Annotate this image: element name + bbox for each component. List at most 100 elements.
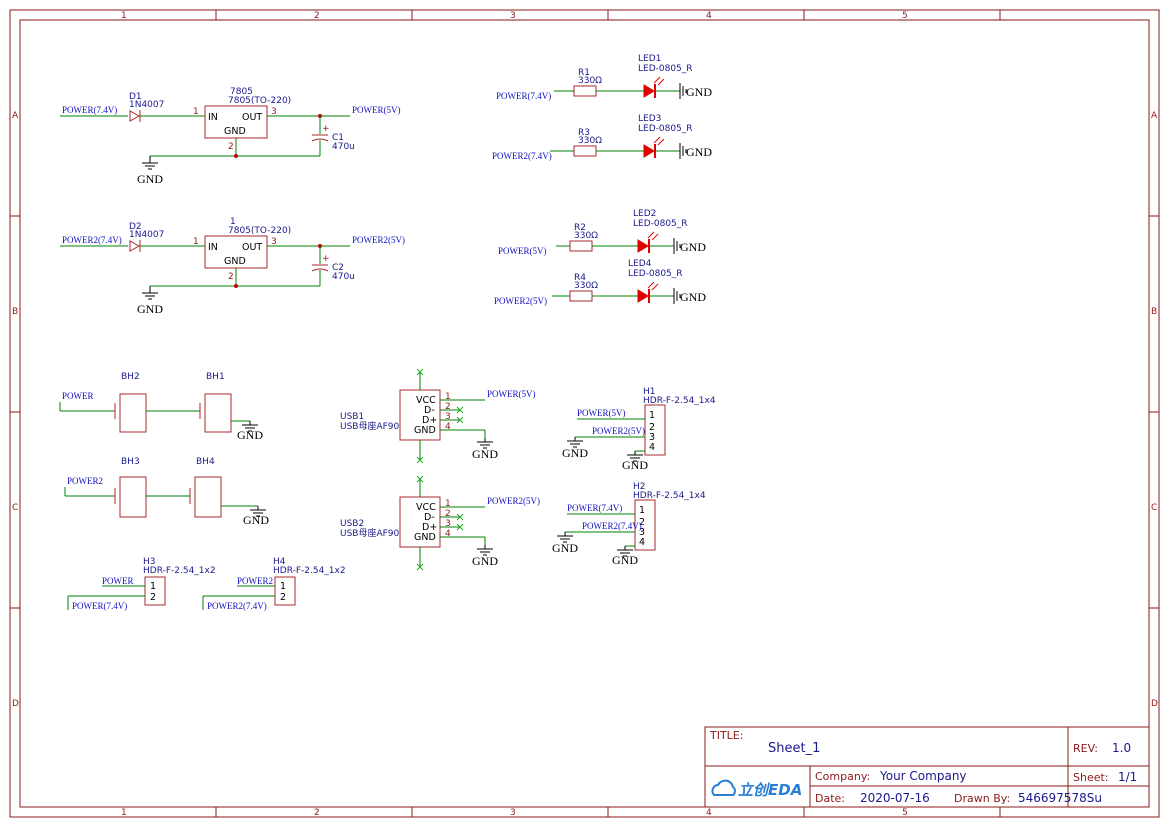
- header-value: HDR-F-2.54_1x2: [143, 566, 216, 576]
- pin-name: IN: [208, 112, 218, 123]
- gnd-label: GND: [552, 541, 578, 555]
- pin-name: GND: [224, 256, 246, 267]
- drawn-by-label: Drawn By:: [954, 792, 1010, 805]
- header-1x4: H2HDR-F-2.54_1x41234POWER(7.4V)POWER2(7.…: [552, 482, 706, 567]
- date-label: Date:: [815, 792, 845, 805]
- col-label: 5: [902, 808, 908, 818]
- col-label: 2: [314, 808, 320, 818]
- row-label: D: [1151, 699, 1158, 709]
- diode-value: 1N4007: [129, 100, 164, 110]
- col-label: 3: [510, 11, 516, 21]
- headers-1x4: H1HDR-F-2.54_1x41234POWER(5V)POWER2(5V)G…: [552, 387, 716, 567]
- diode-ref: D2: [129, 222, 142, 232]
- led-diode-icon: [643, 84, 655, 98]
- led-value: LED-0805_R: [628, 269, 683, 279]
- led-ref: LED2: [633, 209, 656, 219]
- row-label: D: [12, 699, 19, 709]
- usb-ref: USB1: [340, 412, 364, 422]
- gnd-label: GND: [686, 85, 712, 99]
- pin-number: 1: [193, 237, 199, 247]
- rev-value: 1.0: [1112, 741, 1131, 755]
- col-label: 2: [314, 11, 320, 21]
- resistor: [573, 145, 597, 157]
- header-ref: H2: [633, 482, 646, 492]
- regulator-circuit-1: POWER(7.4V) D1 1N4007 7805 7805(TO-220) …: [60, 87, 401, 186]
- pin-number: 2: [228, 272, 234, 282]
- header-pin-number: 1: [280, 581, 286, 592]
- row-label: C: [1151, 503, 1157, 513]
- cap-ref: C2: [332, 263, 344, 273]
- gnd-label: GND: [237, 428, 263, 442]
- header-ref: H4: [273, 557, 286, 567]
- pin-name: GND: [224, 126, 246, 137]
- header-value: HDR-F-2.54_1x2: [273, 566, 346, 576]
- pin-number: 1: [193, 107, 199, 117]
- usb-value: USB母座AF90: [340, 527, 400, 539]
- row-label: B: [12, 307, 18, 317]
- header-value: HDR-F-2.54_1x4: [643, 396, 716, 406]
- sheet-label: Sheet:: [1073, 771, 1109, 784]
- battery-holder-2: POWER2 BH3 BH4 GND: [64, 457, 269, 527]
- resistor-value: 330Ω: [574, 231, 598, 241]
- led-diode-icon: [643, 144, 655, 158]
- usb-value: USB母座AF90: [340, 420, 400, 432]
- battery-ref: BH2: [121, 372, 140, 382]
- pin-number: 1: [445, 499, 451, 509]
- usb-pin-name: GND: [414, 425, 436, 436]
- usb-pin-name: VCC: [416, 502, 436, 513]
- pin-name: IN: [208, 242, 218, 253]
- pin-number: 4: [445, 422, 451, 432]
- pin-number: 1: [445, 392, 451, 402]
- regulator-ref: 7805: [230, 87, 253, 97]
- resistor-value: 330Ω: [574, 281, 598, 291]
- row-label: A: [12, 111, 19, 121]
- net-label: POWER(7.4V): [62, 105, 117, 115]
- header-pin-number: 4: [639, 537, 645, 548]
- pin-number: 3: [271, 107, 277, 117]
- battery-ref: BH4: [196, 457, 215, 467]
- eda-logo: 立创EDA: [738, 781, 802, 799]
- usb-pin-name: D+: [422, 415, 437, 426]
- led-ref: LED1: [638, 54, 661, 64]
- resistor-ref: R2: [574, 223, 586, 233]
- gnd-label: GND: [137, 172, 163, 186]
- pin-name: OUT: [242, 242, 262, 253]
- pin-number: 3: [271, 237, 277, 247]
- usb-pin-name: D-: [424, 405, 435, 416]
- cap-ref: C1: [332, 133, 344, 143]
- battery-ref: BH1: [206, 372, 225, 382]
- led-diode-icon: [637, 289, 649, 303]
- company-value: Your Company: [879, 769, 967, 783]
- header-pin-number: 4: [649, 442, 655, 453]
- regulator-value: 7805(TO-220): [228, 226, 291, 236]
- battery-holder-1: POWER BH2 BH1 GND: [59, 372, 263, 442]
- header-pin-number: 2: [639, 517, 645, 528]
- resistor: [573, 85, 597, 97]
- regulator-value: 7805(TO-220): [228, 96, 291, 106]
- pin-number: 3: [445, 412, 451, 422]
- pin-number: 2: [445, 402, 451, 412]
- row-label: B: [1151, 307, 1157, 317]
- net-label: POWER2(7.4V): [62, 235, 122, 245]
- col-label: 4: [706, 11, 712, 21]
- resistor-ref: R3: [578, 128, 590, 138]
- row-label: A: [1151, 111, 1158, 121]
- cloud-icon: [711, 779, 736, 796]
- usb-pin-name: D+: [422, 522, 437, 533]
- header-value: HDR-F-2.54_1x4: [633, 491, 706, 501]
- col-label: 5: [902, 11, 908, 21]
- gnd-label: GND: [612, 553, 638, 567]
- usb-pin-name: GND: [414, 532, 436, 543]
- net-label: POWER2(5V): [494, 296, 547, 306]
- led-indicators: POWER(7.4V)GNDR1330ΩLED1LED-0805_RPOWER2…: [492, 54, 712, 306]
- header-1x4: H1HDR-F-2.54_1x41234POWER(5V)POWER2(5V)G…: [562, 387, 716, 472]
- led-ref: LED4: [628, 259, 652, 269]
- header-pin-number: 3: [649, 432, 655, 443]
- company-label: Company:: [815, 770, 870, 783]
